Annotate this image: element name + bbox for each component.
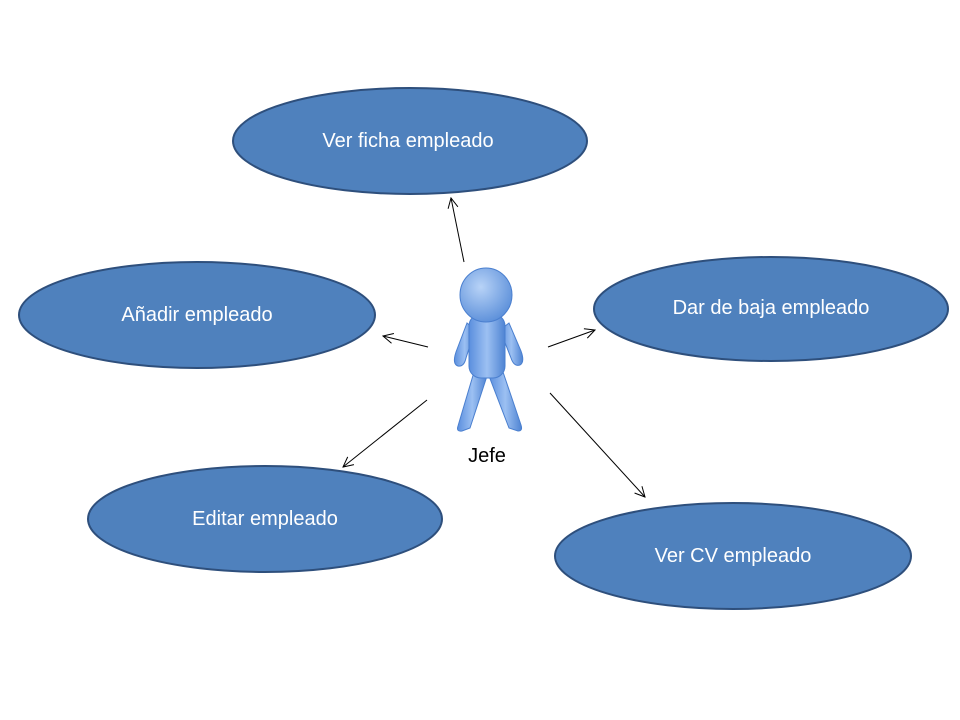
actor-head xyxy=(459,267,513,323)
use-case-ellipse xyxy=(87,465,443,573)
use-case-label: Dar de baja empleado xyxy=(673,297,870,319)
use-case-anadir[interactable]: Añadir empleado xyxy=(18,261,376,369)
use-case-label: Editar empleado xyxy=(192,508,338,530)
use-case-editar[interactable]: Editar empleado xyxy=(87,465,443,573)
association-ver-ficha xyxy=(451,198,465,263)
actor-jefe[interactable]: Jefe xyxy=(453,267,524,467)
actor-left-leg xyxy=(457,371,488,432)
stick-figure-person-icon xyxy=(453,267,524,432)
actor-right-leg xyxy=(488,371,523,432)
association-ver-cv xyxy=(549,392,645,497)
use-case-ellipse xyxy=(18,261,376,369)
use-case-label: Añadir empleado xyxy=(121,304,272,326)
use-case-ver-cv[interactable]: Ver CV empleado xyxy=(554,502,912,610)
use-case-ellipse xyxy=(554,502,912,610)
association-dar-de-baja xyxy=(547,330,595,348)
use-case-ellipse xyxy=(232,87,588,195)
actor-torso xyxy=(468,313,506,379)
associations xyxy=(343,198,645,497)
actor-right-arm xyxy=(499,322,524,366)
use-case-label: Ver ficha empleado xyxy=(322,130,493,152)
association-anadir xyxy=(383,336,429,348)
use-case-dar-de-baja[interactable]: Dar de baja empleado xyxy=(593,256,949,362)
use-case-label: Ver CV empleado xyxy=(655,545,812,567)
association-editar xyxy=(343,399,428,467)
use-case-ver-ficha[interactable]: Ver ficha empleado xyxy=(232,87,588,195)
actor-label: Jefe xyxy=(468,445,506,467)
use-case-ellipse xyxy=(593,256,949,362)
